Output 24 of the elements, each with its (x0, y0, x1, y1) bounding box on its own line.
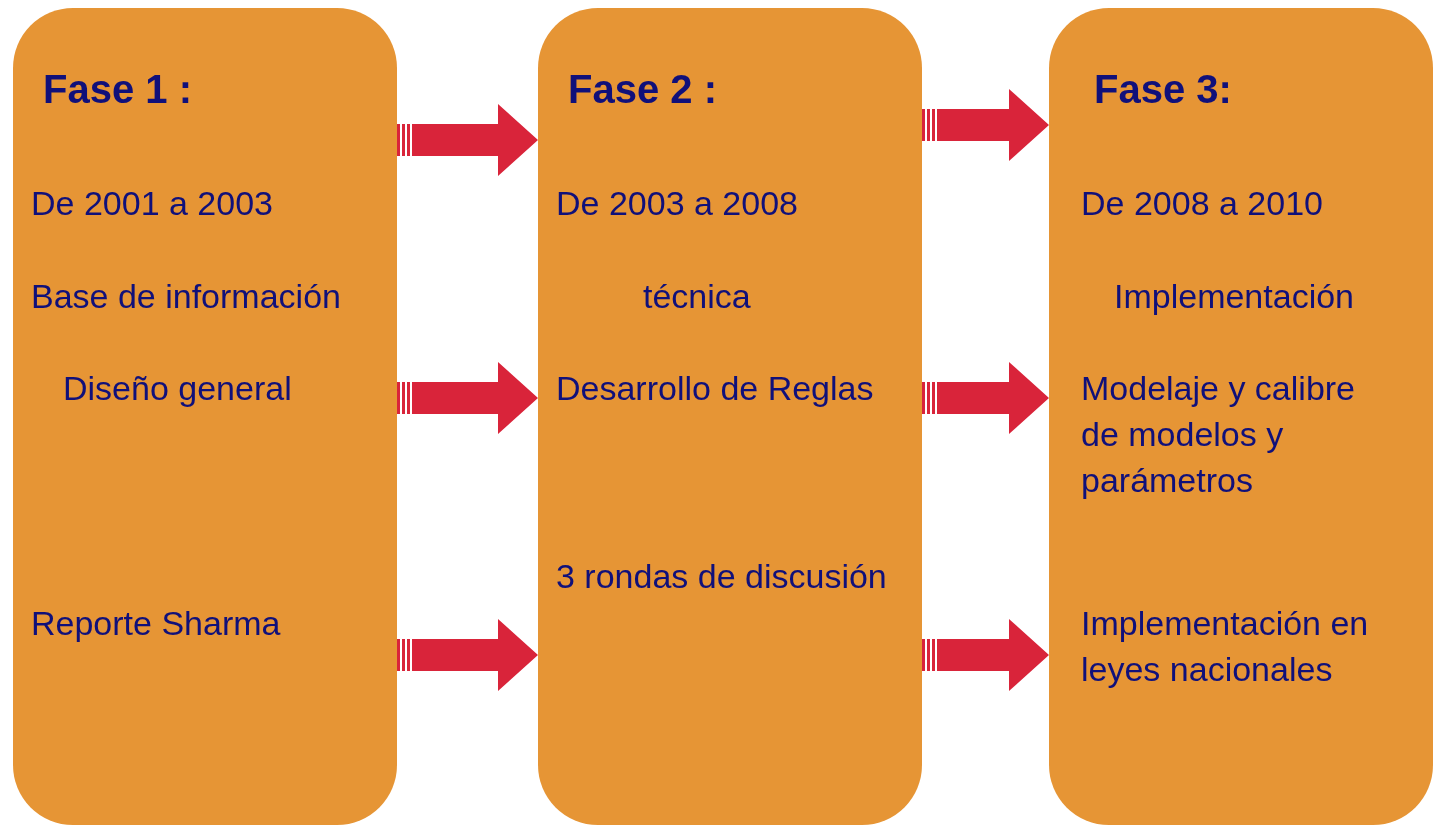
phase-text: Reporte Sharma (31, 603, 282, 644)
phase-panel (1049, 8, 1433, 825)
block-arrow (922, 619, 1049, 691)
phase-text: De 2003 a 2008 (556, 183, 799, 224)
phase-text: Implementación (1114, 276, 1355, 317)
phase-text: 3 rondas de discusión (556, 556, 888, 597)
phase-text: De 2008 a 2010 (1081, 183, 1324, 224)
phase-title: Fase 1 : (43, 66, 193, 112)
phase-text: Diseño general (63, 368, 293, 409)
block-arrow (922, 89, 1049, 161)
block-arrow (397, 104, 538, 176)
phase-text: técnica (643, 276, 752, 317)
phase-text: Base de información (31, 276, 342, 317)
block-arrow (397, 362, 538, 434)
phase-text: Implementación en leyes nacionales (1081, 603, 1370, 690)
phase-text: Desarrollo de Reglas (556, 368, 875, 409)
phase-panel (13, 8, 397, 825)
phase-panel (538, 8, 922, 825)
phase-title: Fase 2 : (568, 66, 718, 112)
phase-text: De 2001 a 2003 (31, 183, 274, 224)
block-arrow (922, 362, 1049, 434)
phase-text: Modelaje y calibre de modelos y parámetros (1081, 368, 1357, 501)
block-arrow (397, 619, 538, 691)
phase-title: Fase 3: (1094, 66, 1233, 112)
